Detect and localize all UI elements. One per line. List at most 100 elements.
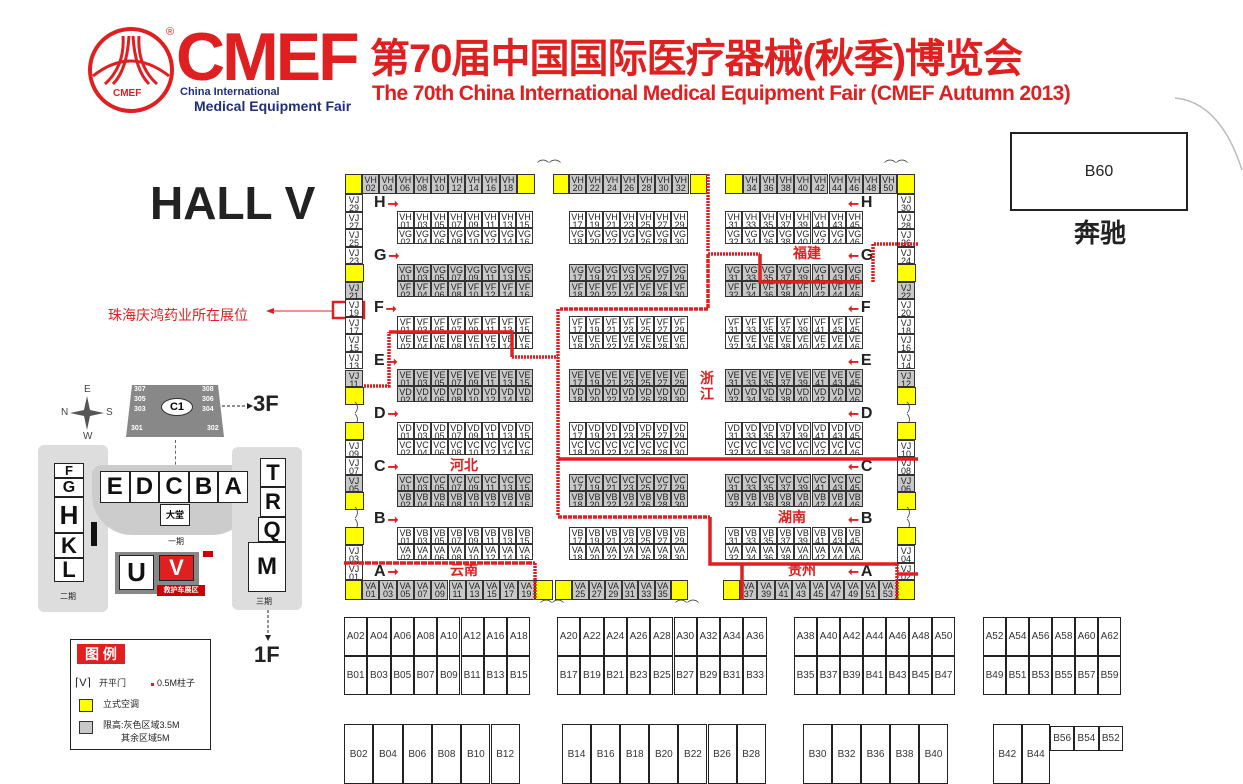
site-hall-k[interactable]: K (54, 533, 84, 558)
booth-b15[interactable]: B15 (507, 656, 531, 695)
booth-vj12[interactable]: VJ12 (897, 369, 915, 388)
booth-vj25[interactable]: VJ25 (345, 229, 363, 247)
booth-vj30[interactable]: VJ30 (897, 194, 915, 212)
booth-b45[interactable]: B45 (909, 656, 932, 695)
booth-a12[interactable]: A12 (460, 617, 484, 656)
booth-a40[interactable]: A40 (817, 617, 840, 656)
booth-vj18[interactable]: VJ18 (897, 316, 915, 335)
booth-b52[interactable]: B52 (1098, 726, 1123, 751)
booth-b30[interactable]: B30 (803, 724, 832, 784)
booth-b03[interactable]: B03 (367, 656, 391, 695)
booth-a20[interactable]: A20 (557, 617, 581, 656)
booth-b08[interactable]: B08 (431, 724, 462, 784)
site-hall-c[interactable]: C (159, 471, 189, 503)
booth-vj16[interactable]: VJ16 (897, 334, 915, 352)
booth-vj17[interactable]: VJ17 (345, 316, 363, 335)
booth-b27[interactable]: B27 (673, 656, 697, 695)
booth-b36[interactable]: B36 (861, 724, 890, 784)
booth-a34[interactable]: A34 (720, 617, 744, 656)
booth-a60[interactable]: A60 (1075, 617, 1098, 656)
booth-b07[interactable]: B07 (413, 656, 438, 695)
booth-b41[interactable]: B41 (863, 656, 886, 695)
booth-b38[interactable]: B38 (890, 724, 919, 784)
booth-vj28[interactable]: VJ28 (897, 211, 915, 230)
site-hall-h[interactable]: H (54, 497, 84, 533)
site-hall-q[interactable]: Q (258, 517, 286, 542)
